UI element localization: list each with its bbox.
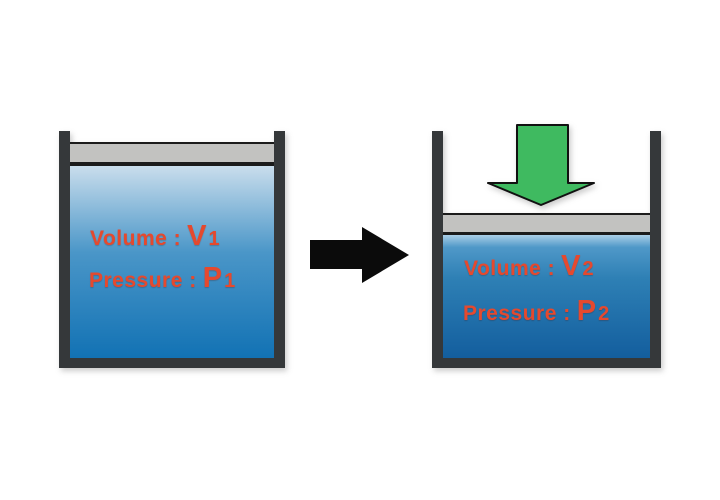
piston	[443, 213, 650, 232]
pressure-label: Pressure :	[89, 269, 197, 292]
cylinder-left-wall	[59, 131, 70, 368]
gas-volume	[443, 235, 650, 358]
volume-index: 2	[582, 258, 594, 280]
right-arrow-icon	[310, 227, 409, 283]
pressure-index: 2	[598, 303, 610, 325]
compressed-cylinder: Volume : V 2 Pressure : P 2	[432, 124, 661, 368]
pressure-line: Pressure : P 1	[89, 262, 236, 294]
cylinder-bottom-wall	[59, 358, 285, 368]
volume-value: V	[187, 220, 208, 252]
cylinder-right-wall	[650, 131, 661, 368]
cylinder-left-wall	[432, 131, 443, 368]
piston-seal	[70, 162, 274, 166]
pressure-value: P	[576, 295, 598, 327]
pressure-line: Pressure : P 2	[463, 295, 610, 327]
volume-label: Volume :	[464, 257, 556, 280]
pressure-label: Pressure :	[463, 302, 571, 325]
volume-label: Volume :	[90, 227, 182, 250]
volume-line: Volume : V 2	[464, 250, 594, 282]
volume-index: 1	[208, 228, 220, 250]
initial-cylinder: Volume : V 1 Pressure : P 1	[59, 131, 285, 368]
piston-seal	[443, 232, 650, 235]
piston	[70, 142, 274, 162]
cylinder-bottom-wall	[432, 358, 661, 368]
volume-line: Volume : V 1	[90, 220, 220, 252]
cylinder-right-wall	[274, 131, 285, 368]
pressure-value: P	[202, 262, 224, 294]
volume-value: V	[561, 250, 582, 282]
gas-volume	[70, 166, 274, 358]
down-arrow-icon	[487, 124, 595, 206]
pressure-index: 1	[224, 270, 236, 292]
